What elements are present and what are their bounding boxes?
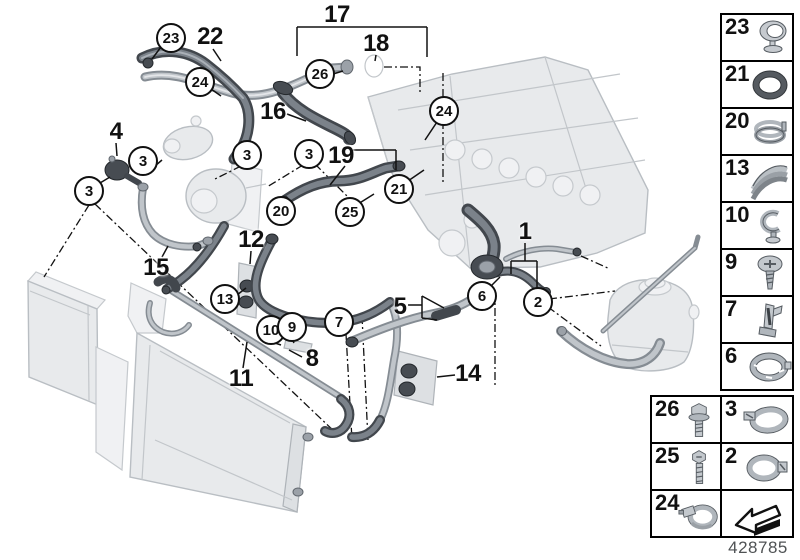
callout-circle-26[interactable]: 26 — [305, 59, 335, 89]
part-thumb-23[interactable]: 23 — [720, 13, 794, 62]
hose-clamp-icon — [749, 352, 792, 382]
callout-circle-20[interactable]: 20 — [266, 196, 296, 226]
part-thumb-label: 26 — [655, 396, 680, 421]
part-thumb-label: 6 — [725, 343, 738, 368]
callout-label-15[interactable]: 15 — [143, 254, 169, 281]
part-4-mount — [104, 155, 142, 186]
callout-circle-7[interactable]: 7 — [324, 307, 354, 337]
part-thumb-label: 13 — [725, 155, 750, 180]
thermostat-ghost — [162, 115, 214, 161]
worm-clamp-icon — [743, 406, 789, 434]
callout-circle-25[interactable]: 25 — [335, 197, 365, 227]
callout-circle-13[interactable]: 13 — [210, 284, 240, 314]
worm-drive-clamp-icon — [678, 504, 718, 530]
callout-label-17[interactable]: 17 — [324, 1, 350, 28]
o-ring-icon — [752, 70, 788, 100]
callout-circle-21[interactable]: 21 — [384, 174, 414, 204]
callout-label-5[interactable]: 5 — [393, 293, 407, 320]
hex-bolt-icon — [692, 450, 706, 484]
diagram-number: 428785 — [728, 538, 788, 557]
part-thumb-6[interactable]: 6 — [720, 342, 794, 391]
callout-label-11[interactable]: 11 — [228, 365, 254, 392]
part-thumb-label: 2 — [725, 443, 738, 468]
part-thumb-21[interactable]: 21 — [720, 60, 794, 109]
part-thumb-9[interactable]: 9 — [720, 248, 794, 297]
leader-lines — [99, 26, 538, 378]
callout-label-8[interactable]: 8 — [305, 345, 319, 372]
part-thumb-label: 20 — [725, 108, 750, 133]
callout-circle-24[interactable]: 24 — [429, 96, 459, 126]
part-thumb-label: 9 — [725, 249, 738, 274]
callout-circle-3[interactable]: 3 — [294, 139, 324, 169]
bracket-8 — [283, 338, 313, 354]
callout-label-16[interactable]: 16 — [260, 98, 286, 125]
part-thumb-label: 3 — [725, 396, 738, 421]
part-thumb-label: 21 — [725, 61, 750, 86]
callout-circle-3[interactable]: 3 — [128, 146, 158, 176]
part-thumb-label: 7 — [725, 296, 738, 321]
flange-bolt-icon — [688, 403, 710, 437]
part-thumb-24[interactable]: 24 — [650, 489, 722, 538]
callout-label-22[interactable]: 22 — [197, 23, 223, 50]
part-thumb-label: 23 — [725, 14, 750, 39]
bracket-14 — [393, 350, 438, 406]
screw-icon — [757, 255, 783, 290]
part-thumb-13[interactable]: 13 — [720, 154, 794, 203]
part-thumb-26[interactable]: 26 — [650, 395, 722, 444]
radiator-ghost — [95, 282, 314, 513]
callout-label-4[interactable]: 4 — [109, 118, 123, 145]
curved-bracket-icon — [750, 165, 788, 201]
callout-label-19[interactable]: 19 — [328, 142, 354, 169]
holder-clip-icon — [758, 303, 783, 338]
ear-clamp-icon — [746, 454, 788, 482]
part-thumb-20[interactable]: 20 — [720, 107, 794, 156]
water-pump-ghost — [185, 161, 267, 233]
callout-circle-3[interactable]: 3 — [232, 140, 262, 170]
callout-label-12[interactable]: 12 — [238, 226, 264, 253]
clamp-holder-icon — [759, 20, 787, 53]
heater-core-ghost — [26, 271, 107, 407]
callout-circle-2[interactable]: 2 — [523, 287, 553, 317]
part-thumb-10[interactable]: 10 — [720, 201, 794, 250]
callout-label-14[interactable]: 14 — [455, 360, 481, 387]
callout-circle-24[interactable]: 24 — [185, 67, 215, 97]
callout-circle-6[interactable]: 6 — [467, 281, 497, 311]
callout-label-1[interactable]: 1 — [518, 218, 532, 245]
callout-circle-23[interactable]: 23 — [156, 23, 186, 53]
part-thumb-label: 24 — [655, 490, 680, 515]
callout-circle-3[interactable]: 3 — [74, 176, 104, 206]
part-thumb-label: 10 — [725, 202, 750, 227]
part-thumb-2[interactable]: 2 — [720, 442, 794, 491]
hose-fittings — [137, 54, 582, 348]
back-arrow-icon — [734, 504, 782, 536]
back-arrow-cell[interactable] — [720, 489, 794, 538]
part-thumb-label: 25 — [655, 443, 680, 468]
hose-clip-icon — [760, 209, 781, 244]
callout-circle-9[interactable]: 9 — [277, 312, 307, 342]
part-thumb-25[interactable]: 25 — [650, 442, 722, 491]
part-thumb-3[interactable]: 3 — [720, 395, 794, 444]
part-thumb-7[interactable]: 7 — [720, 295, 794, 344]
coolant-hoses-dark — [136, 46, 550, 443]
spring-band-clamp-icon — [754, 120, 787, 144]
callout-label-18[interactable]: 18 — [363, 30, 389, 57]
